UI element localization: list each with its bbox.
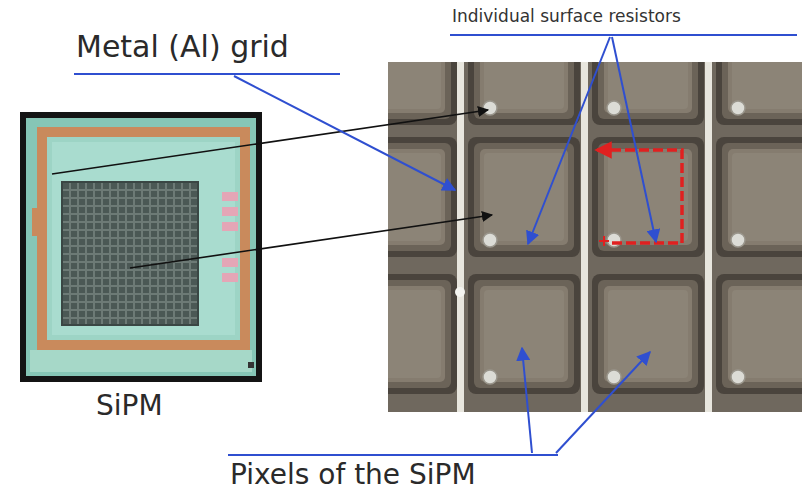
callout-label: Individual surface resistors [452, 7, 681, 27]
sipm-chip [20, 112, 262, 382]
callout-label: Pixels of the SiPM [230, 459, 476, 491]
figure-caption: SiPM [96, 390, 163, 422]
pixel-closeup [388, 62, 802, 412]
callout-label: Metal (Al) grid [76, 30, 289, 65]
